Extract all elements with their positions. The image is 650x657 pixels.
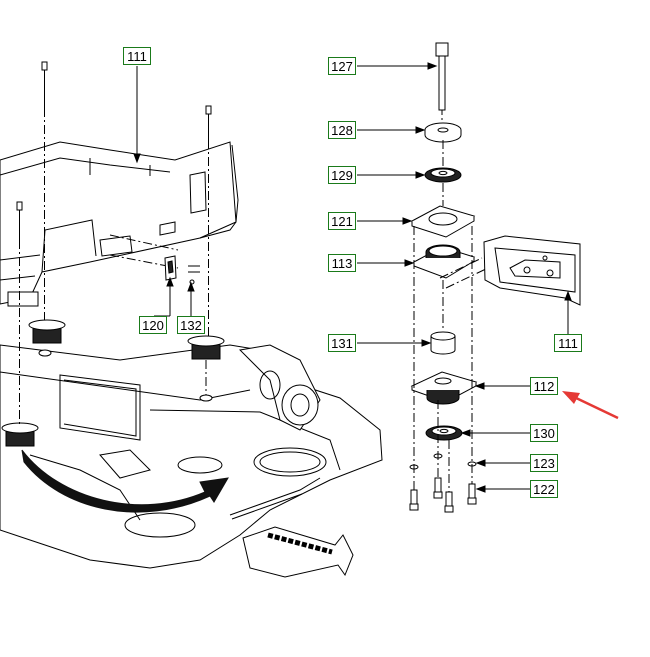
- part-label-132: 132: [177, 316, 205, 334]
- part-label-127: 127: [328, 57, 356, 75]
- part-label-111-top: 111: [123, 47, 151, 65]
- frame-fragment: [483, 235, 581, 306]
- left-mounts: [1, 319, 225, 447]
- part-label-121: 121: [328, 212, 356, 230]
- part-label-112: 112: [530, 377, 558, 395]
- direction-arrow: [242, 526, 354, 578]
- part-label-122: 122: [530, 480, 558, 498]
- bracket-part: [164, 255, 200, 285]
- part-label-123: 123: [530, 454, 558, 472]
- part-label-131: 131: [328, 334, 356, 352]
- highlight-arrow: [562, 391, 619, 420]
- base-plate: [0, 344, 383, 569]
- upper-frame: [0, 141, 239, 307]
- left-bolts: [16, 61, 212, 240]
- part-label-113: 113: [328, 254, 356, 272]
- part-label-130: 130: [530, 424, 558, 442]
- part-label-128: 128: [328, 121, 356, 139]
- exploded-stack: [409, 42, 478, 513]
- right-centerlines: [413, 140, 489, 492]
- part-label-120: 120: [139, 316, 167, 334]
- part-label-111-right: 111: [554, 334, 582, 352]
- curved-arrow: [21, 449, 229, 513]
- part-label-129: 129: [328, 166, 356, 184]
